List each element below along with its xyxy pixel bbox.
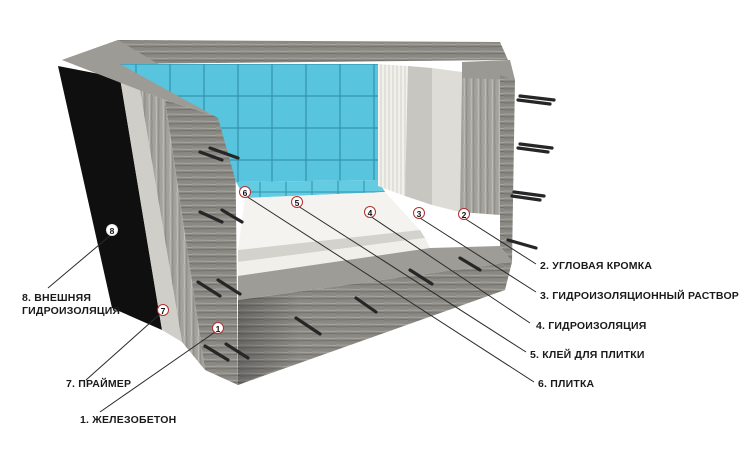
label-external-waterproofing-2: ГИДРОИЗОЛЯЦИЯ <box>22 305 121 317</box>
floor-membrane <box>238 230 425 262</box>
label-primer: 7. ПРАЙМЕР <box>66 378 132 390</box>
floor-layers <box>238 192 420 250</box>
marker-5: 5 <box>291 196 303 208</box>
front-wall-face <box>238 262 512 385</box>
label-external-waterproofing-1: 8. ВНЕШНЯЯ <box>22 292 92 304</box>
marker-6: 6 <box>239 186 251 198</box>
right-inner-wall-stripes <box>378 64 408 196</box>
marker-3: 3 <box>413 207 425 219</box>
marker-2: 2 <box>458 208 470 220</box>
back-rim <box>62 40 508 64</box>
external-waterproofing-layer <box>58 66 162 330</box>
right-inner-wall-mortar <box>432 68 462 212</box>
primer-layer <box>120 78 182 342</box>
marker-1: 1 <box>212 322 224 334</box>
right-wall-top <box>462 60 515 80</box>
right-wall-inner-face <box>460 72 500 215</box>
floor-mortar <box>238 238 430 276</box>
front-wall-top <box>238 246 512 300</box>
marker-7: 7 <box>157 304 169 316</box>
tiled-floor <box>236 180 385 198</box>
label-tile: 6. ПЛИТКА <box>538 378 595 390</box>
left-wall-outer <box>140 90 205 370</box>
label-waterproofing-mortar: 3. ГИДРОИЗОЛЯЦИОННЫЙ РАСТВОР <box>540 290 740 302</box>
rebar-group <box>196 94 556 362</box>
marker-8: 8 <box>106 224 118 236</box>
label-tile-adhesive: 5. КЛЕЙ ДЛЯ ПЛИТКИ <box>530 349 645 361</box>
front-wall-shade <box>238 292 300 385</box>
marker-4: 4 <box>364 206 376 218</box>
label-corner-edge: 2. УГЛОВАЯ КРОМКА <box>540 260 653 272</box>
label-reinforced-concrete: 1. ЖЕЛЕЗОБЕТОН <box>80 414 177 426</box>
right-inner-wall-membrane <box>405 66 432 205</box>
leader-lines <box>47 195 537 413</box>
right-wall-outer-face <box>500 75 515 262</box>
label-waterproofing: 4. ГИДРОИЗОЛЯЦИЯ <box>536 320 647 332</box>
left-wall-front <box>165 100 238 385</box>
tiled-back-wall <box>120 64 378 182</box>
